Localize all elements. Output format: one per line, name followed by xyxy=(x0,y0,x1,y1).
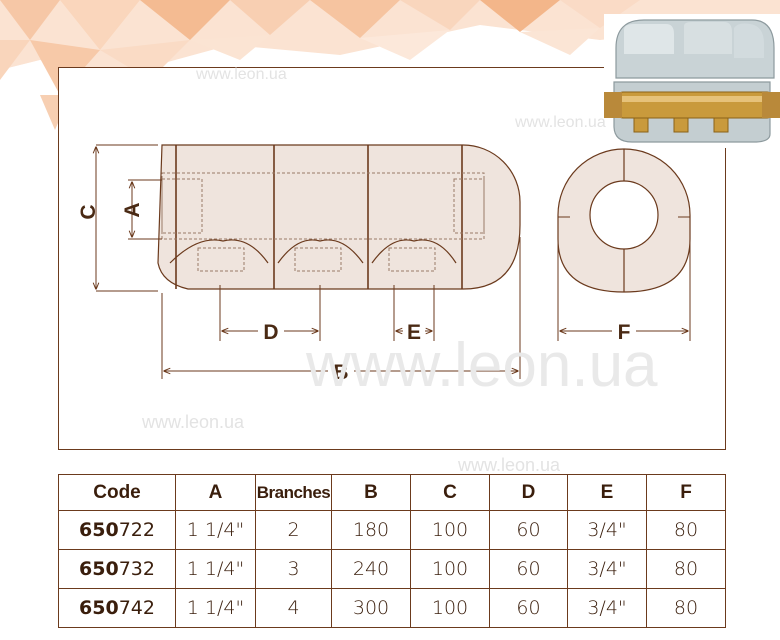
code-suffix: 732 xyxy=(118,558,155,580)
dim-label-a: A xyxy=(121,202,144,217)
cell-c: 100 xyxy=(410,588,490,628)
header-code: Code xyxy=(58,474,176,511)
dim-label-d: D xyxy=(263,321,278,344)
table-row: 650742 1 1/4" 4 300 100 60 3/4" 80 xyxy=(58,588,726,628)
cell-code: 650732 xyxy=(58,549,176,589)
code-suffix: 742 xyxy=(118,597,155,619)
cell-e: 3/4" xyxy=(567,510,647,550)
code-prefix: 650 xyxy=(79,558,119,580)
cell-b: 180 xyxy=(331,510,411,550)
cell-d: 60 xyxy=(489,588,568,628)
header-b: B xyxy=(331,474,411,511)
cell-a: 1 1/4" xyxy=(175,549,256,589)
code-prefix: 650 xyxy=(79,519,119,541)
header-branches: Branches xyxy=(255,474,332,511)
cell-code: 650722 xyxy=(58,510,176,550)
cell-d: 60 xyxy=(489,510,568,550)
header-e: E xyxy=(567,474,647,511)
cell-e: 3/4" xyxy=(567,549,647,589)
cell-c: 100 xyxy=(410,549,490,589)
cell-f: 80 xyxy=(646,510,726,550)
cell-branches: 3 xyxy=(255,549,332,589)
product-photo xyxy=(604,14,780,148)
cell-a: 1 1/4" xyxy=(175,588,256,628)
cell-e: 3/4" xyxy=(567,588,647,628)
dim-label-c: C xyxy=(77,204,100,219)
code-suffix: 722 xyxy=(118,519,155,541)
spec-table: Code A Branches B C D E F 650722 1 1/4" … xyxy=(58,474,726,628)
cell-f: 80 xyxy=(646,588,726,628)
cell-branches: 2 xyxy=(255,510,332,550)
technical-drawing: C A D E B F xyxy=(77,144,691,384)
table-header-row: Code A Branches B C D E F xyxy=(58,474,726,511)
pipe-bore xyxy=(589,180,659,250)
dim-label-e: E xyxy=(407,321,421,344)
table-row: 650722 1 1/4" 2 180 100 60 3/4" 80 xyxy=(58,510,726,550)
cell-f: 80 xyxy=(646,549,726,589)
header-c: C xyxy=(410,474,490,511)
cell-b: 300 xyxy=(331,588,411,628)
table-row: 650732 1 1/4" 3 240 100 60 3/4" 80 xyxy=(58,549,726,589)
header-f: F xyxy=(646,474,726,511)
header-a: A xyxy=(175,474,256,511)
dim-label-b: B xyxy=(333,361,348,384)
dim-label-f: F xyxy=(618,321,631,344)
cell-d: 60 xyxy=(489,549,568,589)
cell-code: 650742 xyxy=(58,588,176,628)
cell-c: 100 xyxy=(410,510,490,550)
header-d: D xyxy=(489,474,568,511)
watermark-small-4: www.leon.ua xyxy=(458,455,561,475)
insulation-shell-side xyxy=(157,144,521,290)
cell-a: 1 1/4" xyxy=(175,510,256,550)
code-prefix: 650 xyxy=(79,597,119,619)
cell-b: 240 xyxy=(331,549,411,589)
cell-branches: 4 xyxy=(255,588,332,628)
